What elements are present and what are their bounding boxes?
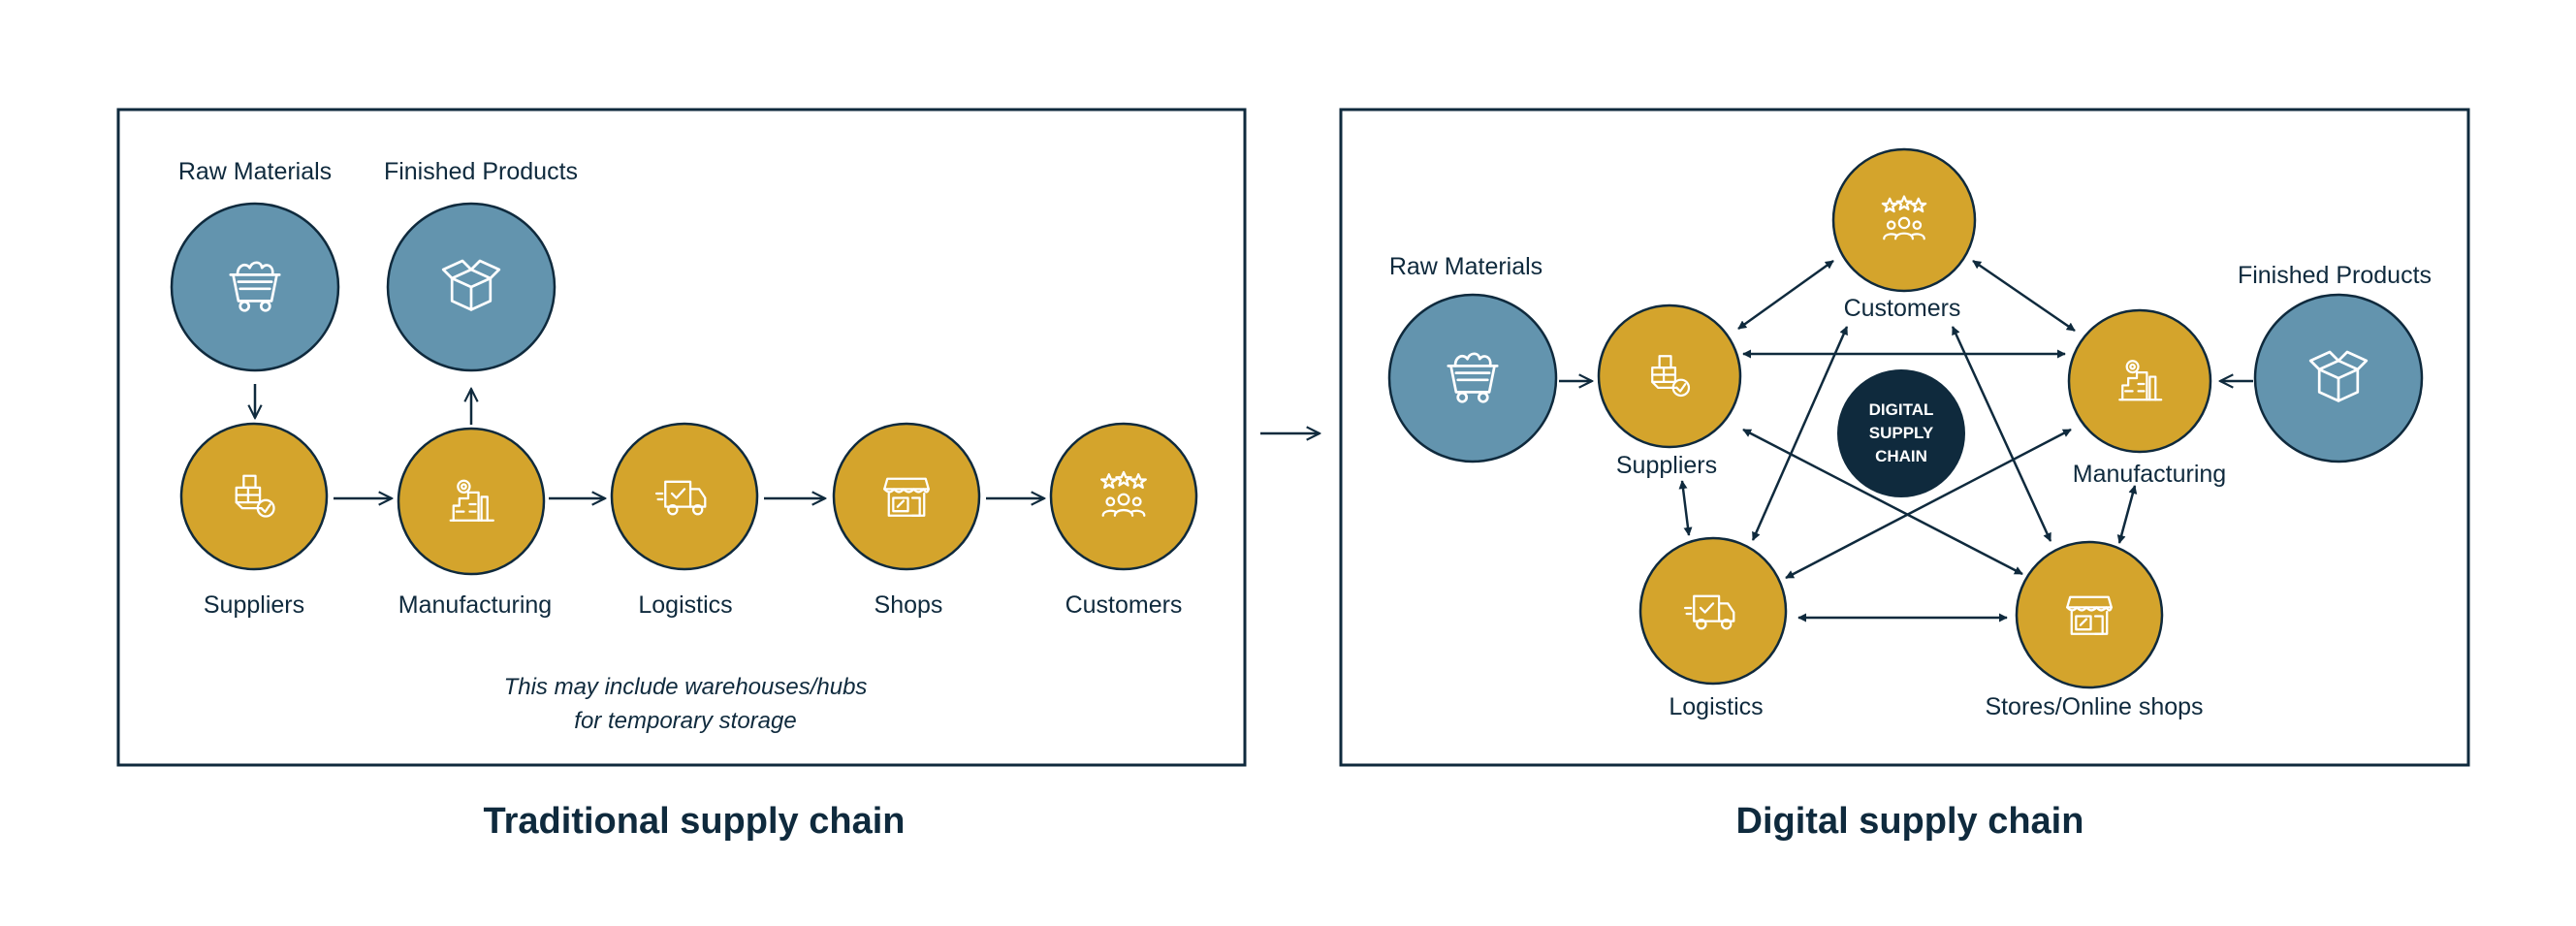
digital-stores-label: Stores/Online shops (1985, 693, 2203, 720)
digital-suppliers-label: Suppliers (1616, 452, 1717, 479)
digital-customers-label: Customers (1844, 295, 1961, 322)
hub-label-line-3: CHAIN (1875, 447, 1927, 465)
link-suppliers-customers (1737, 259, 1834, 331)
digital-supply-chain-hub: DIGITAL SUPPLY CHAIN (1837, 369, 1965, 497)
digital-suppliers-node: Suppliers (1597, 303, 1742, 479)
manufacturing-label: Manufacturing (398, 591, 552, 619)
customers-label: Customers (1065, 591, 1183, 619)
storage-note-line-2: for temporary storage (574, 708, 796, 734)
traditional-raw-materials-node: Raw Materials (170, 158, 340, 372)
digital-logistics-node: Logistics (1638, 536, 1788, 720)
raw-materials-label: Raw Materials (178, 158, 332, 185)
digital-manufacturing-label: Manufacturing (2073, 461, 2226, 488)
digital-logistics-label: Logistics (1669, 693, 1763, 720)
storage-note-line-1: This may include warehouses/hubs (504, 674, 868, 700)
suppliers-label: Suppliers (204, 591, 304, 619)
traditional-panel (116, 108, 1247, 767)
link-customers-stores (1951, 326, 2052, 542)
digital-heading: Digital supply chain (1736, 801, 2084, 842)
digital-finished-products-node: Finished Products (2238, 262, 2432, 463)
link-customers-manufacturing (1972, 259, 2076, 333)
digital-manufacturing-node: Manufacturing (2067, 308, 2226, 488)
traditional-suppliers-node: Suppliers (179, 422, 329, 619)
digital-network-arrows (1678, 259, 2138, 623)
link-manufacturing-logistics (1785, 428, 2072, 580)
traditional-finished-products-node: Finished Products (384, 158, 578, 372)
link-manufacturing-stores (2116, 485, 2138, 544)
traditional-logistics-node: Logistics (610, 422, 759, 619)
link-suppliers-logistics (1678, 480, 1693, 536)
link-customers-logistics (1751, 326, 1849, 541)
traditional-heading: Traditional supply chain (484, 801, 906, 842)
traditional-manufacturing-node: Manufacturing (397, 427, 552, 619)
traditional-customers-node: Customers (1049, 422, 1198, 619)
digital-finished-products-label: Finished Products (2238, 262, 2432, 289)
hub-label-line-1: DIGITAL (1869, 400, 1934, 419)
digital-raw-materials-label: Raw Materials (1389, 253, 1542, 280)
digital-panel (1339, 108, 2470, 767)
finished-products-label: Finished Products (384, 158, 578, 185)
traditional-shops-node: Shops (832, 422, 981, 619)
shops-label: Shops (875, 591, 943, 619)
logistics-label: Logistics (638, 591, 732, 619)
digital-stores-node: Stores/Online shops (1985, 540, 2204, 720)
digital-customers-node: Customers (1831, 147, 1977, 322)
hub-label-line-2: SUPPLY (1869, 424, 1934, 442)
digital-raw-materials-node: Raw Materials (1387, 253, 1558, 463)
